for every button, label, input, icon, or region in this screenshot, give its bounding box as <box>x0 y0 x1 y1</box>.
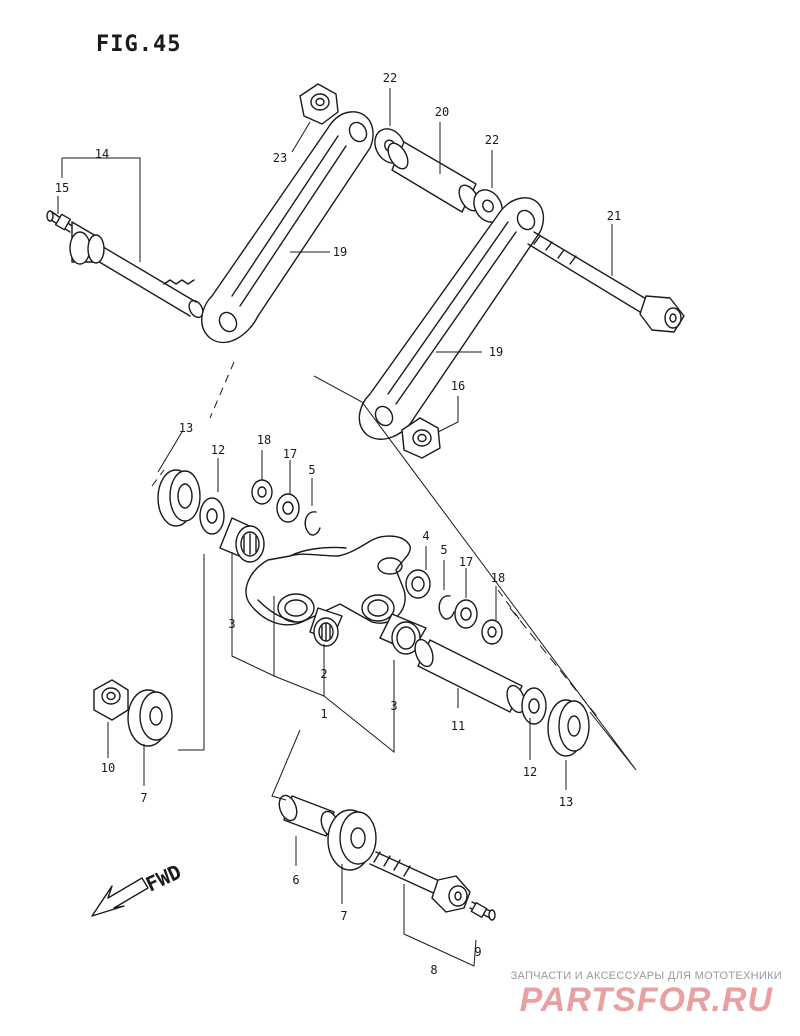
watermark: ЗАПЧАСТИ И АКСЕССУАРЫ ДЛЯ МОТОТЕХНИКИ PA… <box>511 970 782 1018</box>
callout-2: 2 <box>320 667 327 681</box>
callout-7-left: 7 <box>140 791 147 805</box>
nut-16-part <box>401 417 441 459</box>
grease-nipple-15-part <box>46 210 73 233</box>
shaft-11-part <box>414 638 526 714</box>
callout-22-upper: 22 <box>383 71 397 85</box>
callout-4: 4 <box>422 529 429 543</box>
callout-7-bottom: 7 <box>340 909 347 923</box>
callout-3-left: 3 <box>228 617 235 631</box>
spacer-20-part <box>387 141 480 213</box>
callout-23: 23 <box>273 151 287 165</box>
callout-18-right: 18 <box>491 571 505 585</box>
leader-lines <box>57 88 637 967</box>
callout-16: 16 <box>451 379 465 393</box>
callout-5-left: 5 <box>308 463 315 477</box>
callout-12-left: 12 <box>211 443 225 457</box>
callout-20: 20 <box>435 105 449 119</box>
callout-6: 6 <box>292 873 299 887</box>
figure-title: FIG.45 <box>96 32 182 57</box>
callout-labels: 1 2 3 3 4 5 5 6 7 7 8 9 10 11 12 12 13 1… <box>55 71 621 977</box>
callout-1: 1 <box>320 707 327 721</box>
callout-5-right: 5 <box>440 543 447 557</box>
link-arm-19-left-part <box>201 111 374 344</box>
callout-15: 15 <box>55 181 69 195</box>
bearing-3-left-part <box>219 517 265 563</box>
washer-7-left-part <box>127 689 173 747</box>
washer-12-left-part <box>199 497 225 535</box>
callout-14: 14 <box>95 147 109 161</box>
bolt-8-part <box>369 851 471 913</box>
callout-3-right: 3 <box>390 699 397 713</box>
callout-9: 9 <box>474 945 481 959</box>
seal-17-right-part <box>454 599 478 629</box>
fwd-label: FWD <box>142 860 185 897</box>
grease-nipple-9-part <box>469 901 496 921</box>
callout-17-left: 17 <box>283 447 297 461</box>
watermark-tagline: ЗАПЧАСТИ И АКСЕССУАРЫ ДЛЯ МОТОТЕХНИКИ <box>510 970 782 982</box>
washer-12-right-part <box>521 687 547 725</box>
callout-8: 8 <box>430 963 437 977</box>
seal-17-left-part <box>276 493 300 523</box>
callout-17-right: 17 <box>459 555 473 569</box>
circlip-5-left-part <box>304 511 321 536</box>
callout-18-left: 18 <box>257 433 271 447</box>
callout-10: 10 <box>101 761 115 775</box>
callout-13-right: 13 <box>559 795 573 809</box>
seal-13-right-part <box>547 699 590 757</box>
bolt-14-part <box>69 221 204 319</box>
bearing-3-right-part <box>379 613 427 655</box>
washer-22-lower-part <box>473 189 503 223</box>
fwd-arrow-icon <box>91 877 149 917</box>
callout-11: 11 <box>451 719 465 733</box>
spacer-18-right-part <box>481 619 503 645</box>
callout-12-right: 12 <box>523 765 537 779</box>
callout-19-right: 19 <box>489 345 503 359</box>
cushion-lever-1-part <box>245 535 411 626</box>
callout-22-lower: 22 <box>485 133 499 147</box>
nut-23-part <box>299 83 339 125</box>
spacer-4-part <box>405 569 431 599</box>
spacer-18-left-part <box>251 479 273 505</box>
watermark-brand: PARTSFOR.RU <box>519 981 774 1019</box>
seal-13-left-part <box>157 469 201 527</box>
callout-13-left: 13 <box>179 421 193 435</box>
circlip-5-right-part <box>438 595 455 620</box>
nut-10-part <box>93 679 129 721</box>
washer-7-bottom-part <box>327 809 377 871</box>
bolt-21-part <box>527 231 685 333</box>
link-arm-19-right-part <box>358 197 545 440</box>
callout-19-left: 19 <box>333 245 347 259</box>
callout-21: 21 <box>607 209 621 223</box>
bearing-2-part <box>309 607 343 647</box>
